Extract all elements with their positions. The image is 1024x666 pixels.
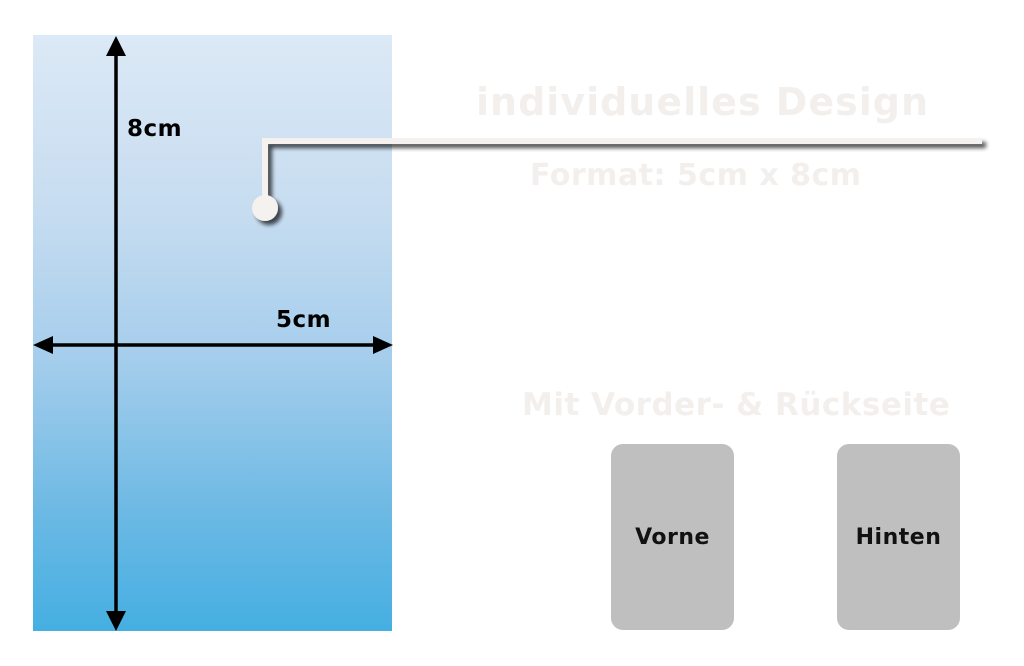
arrow-left-icon [33, 336, 53, 354]
callout-pointer [252, 138, 982, 221]
back-side-label: Hinten [855, 524, 942, 550]
product-title: individuelles Design [476, 80, 930, 124]
width-label: 5cm [276, 307, 332, 333]
arrow-down-icon [106, 611, 126, 631]
height-label: 8cm [127, 116, 183, 142]
format-label: Format: 5cm x 8cm [530, 158, 862, 193]
front-side-label: Vorne [635, 524, 710, 550]
arrow-up-icon [106, 36, 126, 56]
card-preview [33, 35, 392, 631]
sides-label: Mit Vorder- & Rückseite [522, 387, 951, 423]
arrow-right-icon [373, 336, 393, 354]
front-side-button[interactable]: Vorne [611, 444, 734, 630]
back-side-button[interactable]: Hinten [837, 444, 960, 630]
